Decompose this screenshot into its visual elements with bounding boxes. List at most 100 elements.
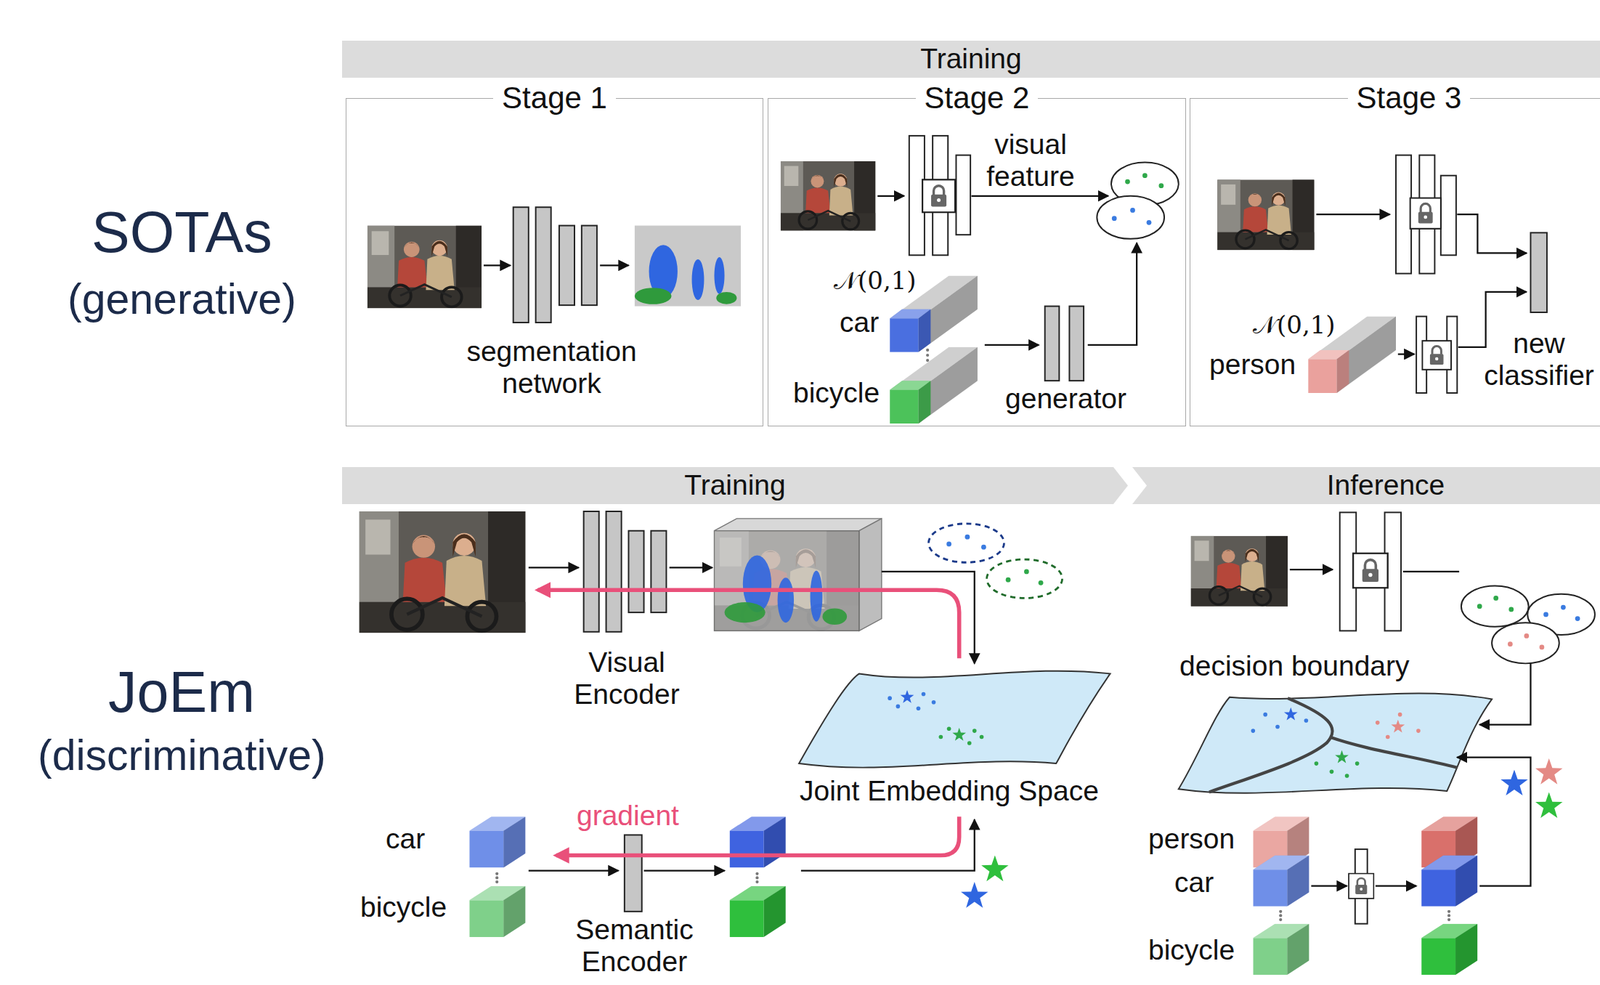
- joem-training-illustration-part: [916, 705, 921, 711]
- gradient-label: gradient: [576, 799, 680, 832]
- joem-training-illustration-part: [822, 607, 847, 624]
- joem-training-illustration-part: [583, 511, 600, 632]
- joem-inference-illustration-part: [1493, 595, 1499, 601]
- joem-training-illustration-part: [921, 692, 927, 697]
- joem-training-illustration-part: [979, 734, 985, 740]
- stage2-illustration-part: [984, 344, 1039, 346]
- boundary-label: decision boundary: [1179, 650, 1410, 682]
- joem-inference-illustration-part: [1491, 622, 1560, 664]
- joem-inference-illustration-part: [1310, 885, 1347, 887]
- joem-training-illustration-part: [669, 566, 713, 568]
- joem-inference-illustration-part: [1345, 773, 1350, 778]
- space-label: Joint Embedding Space: [799, 774, 1099, 807]
- stage1-illustration-part: [716, 291, 737, 305]
- joem-inference-illustration-part: [1523, 633, 1529, 639]
- joem-inference-illustration-part: [1329, 737, 1458, 768]
- joem-training-illustration-part: [946, 541, 952, 547]
- component-label: generator: [1005, 382, 1127, 415]
- joem-inference-illustration-part: [1479, 663, 1531, 725]
- joem-inference-illustration-part: [1447, 910, 1451, 913]
- stage3-illustration-part: [1395, 155, 1412, 274]
- stage2-illustration-part: [1045, 306, 1060, 382]
- joem-training-illustration-part: [469, 816, 526, 868]
- joem-training-illustration-part: [777, 577, 794, 623]
- stage2-illustration-part: [780, 161, 876, 231]
- stage2-illustration-part: [1087, 242, 1137, 345]
- class-label: bicycle: [360, 891, 447, 924]
- stage2-illustration-part: [1096, 196, 1165, 239]
- joem-inference-illustration-part: [1560, 604, 1566, 611]
- heading-holder: Stage 3: [1190, 81, 1600, 115]
- joem-training-illustration-part: [713, 530, 860, 632]
- joem-training-illustration-part: [981, 544, 987, 550]
- joem-training-illustration-part: [713, 530, 860, 632]
- joem-inference-illustration-part: [1507, 641, 1513, 647]
- joem-inference-illustration-part: [1284, 707, 1298, 721]
- stage-heading: Stage 2: [915, 80, 1039, 115]
- joem-training-illustration-part: [1024, 569, 1030, 575]
- joem-training-illustration-part: [469, 886, 526, 937]
- joem-inference-illustration-part: [1508, 607, 1514, 613]
- stage3-illustration-part: [1456, 214, 1527, 253]
- stage3-illustration-part: [1398, 352, 1415, 355]
- stage3-illustration-part: [1422, 340, 1452, 370]
- band-label: Inference: [1326, 469, 1446, 502]
- class-label: bicycle: [793, 376, 880, 409]
- joem-inference-illustration-part: [1355, 761, 1360, 766]
- stage1-illustration-part: [535, 206, 552, 323]
- class-label: person: [1209, 348, 1296, 381]
- stage1-illustration-part: [483, 264, 511, 266]
- joem-inference-illustration-part: [1278, 910, 1282, 913]
- joem-inference-illustration-part: [1375, 885, 1417, 887]
- joem-inference-illustration-part: [1191, 535, 1288, 607]
- stage2-illustration: [780, 135, 1179, 424]
- joem-inference-illustration-part: [1421, 923, 1478, 975]
- stage1-illustration-part: [559, 225, 575, 306]
- joem-training-illustration-part: [939, 734, 944, 740]
- component-label: visual feature: [985, 128, 1076, 192]
- stage2-illustration-part: [1125, 179, 1131, 185]
- stage1-illustration-part: [367, 225, 482, 309]
- joem-training-illustration: [359, 511, 1111, 937]
- joem-training-illustration-part: [495, 880, 499, 884]
- joem-training-illustration-part: [887, 695, 892, 701]
- stage1-illustration-part: [713, 257, 725, 295]
- class-label: person: [1148, 822, 1235, 855]
- stage2-illustration-part: [877, 195, 905, 197]
- joem-training-illustration-part: [810, 570, 823, 621]
- class-label: car: [1174, 866, 1214, 899]
- joem-inference-illustration-part: [1447, 918, 1451, 921]
- joem-inference-illustration-part: [1252, 923, 1309, 975]
- stage3-illustration-part: [1530, 232, 1547, 313]
- joem-inference-illustration-part: [1477, 603, 1483, 609]
- joem-training-illustration-part: [644, 869, 725, 871]
- phase-band: Inference: [1127, 466, 1600, 505]
- stage1-illustration: [367, 206, 741, 323]
- band-fill: [1132, 466, 1600, 505]
- joem-training-illustration-part: [495, 875, 499, 879]
- stage2-illustration-part: [1146, 220, 1152, 226]
- joem-inference-illustration-part: [1421, 855, 1478, 907]
- joem-training-illustration-part: [495, 872, 499, 876]
- joem-training-illustration-part: [928, 523, 1005, 563]
- joem-inference-illustration-part: [1329, 769, 1335, 775]
- joem-inference-illustration-part: [1539, 644, 1545, 651]
- joem-inference-illustration-part: [1398, 712, 1403, 717]
- joem-training-illustration-part: [981, 855, 1009, 882]
- joem-training-illustration-part: [859, 518, 882, 632]
- stage3-illustration-part: [1316, 213, 1390, 215]
- joem-inference-illustration-part: [1535, 758, 1563, 785]
- joem-training-illustration-part: [798, 671, 1111, 768]
- joem-training-illustration-part: [729, 886, 786, 937]
- joem-training-illustration-part: [965, 534, 971, 540]
- joem-inference-illustration-part: [1353, 553, 1388, 589]
- row-title: SOTAs: [91, 200, 273, 265]
- stage2-illustration-part: [971, 195, 1109, 197]
- joem-inference-illustration-part: [1304, 718, 1309, 723]
- phase-band: Training: [342, 40, 1600, 78]
- stage1-illustration-part: [513, 206, 529, 323]
- stage2-illustration-part: [1111, 215, 1118, 221]
- stage2-illustration-part: [1142, 172, 1148, 178]
- stage2-illustration-part: [922, 179, 956, 213]
- joem-inference-illustration-part: [1278, 918, 1282, 921]
